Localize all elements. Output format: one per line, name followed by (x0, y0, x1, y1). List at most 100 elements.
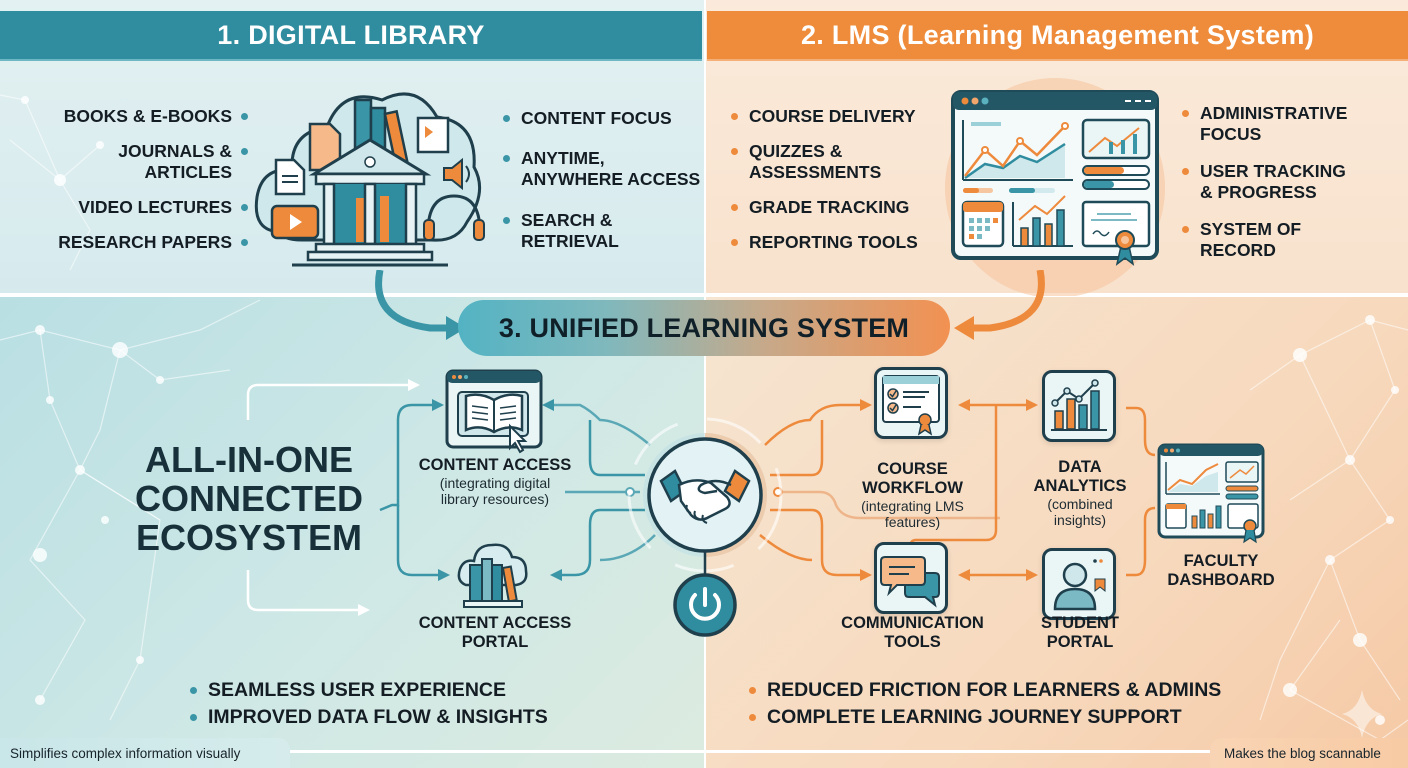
bullet-dot (731, 148, 738, 155)
list-item-text: COMPLETE LEARNING JOURNEY SUPPORT (767, 706, 1182, 728)
bullet-dot (241, 204, 248, 211)
bullet-dot (749, 687, 756, 694)
student-portal-label: PORTAL (1046, 633, 1114, 651)
content-access-node (444, 368, 544, 458)
bullet-dot (731, 239, 738, 246)
list-item: JOURNALS &ARTICLES (20, 141, 248, 183)
content-portal-node (456, 535, 532, 615)
list-item-text: RESEARCH PAPERS (58, 232, 232, 252)
footer-left-caption-text: Simplifies complex information visually (10, 745, 241, 761)
list-item: REDUCED FRICTION FOR LEARNERS & ADMINS (749, 677, 1221, 704)
student-portal-text: STUDENT PORTAL (1020, 614, 1140, 652)
list-item-text: COURSE DELIVERY (749, 106, 916, 126)
data-analytics-sub: insights) (1053, 512, 1107, 528)
bullet-dot (241, 239, 248, 246)
course-workflow-text: COURSE WORKFLOW (integrating LMS feature… (820, 460, 1005, 530)
list-item: SEARCH &RETRIEVAL (503, 210, 619, 252)
bullet-dot (749, 714, 756, 721)
student-portal-node (1042, 548, 1116, 620)
course-workflow-sub: (integrating LMS (861, 498, 964, 514)
course-workflow-sub: features) (884, 514, 941, 530)
cloud-books-icon (457, 543, 528, 608)
digital-library-header: 1. DIGITAL LIBRARY (0, 11, 702, 61)
bullet-dot (503, 155, 510, 162)
list-item: REPORTING TOOLS (731, 232, 918, 253)
list-item-text: REDUCED FRICTION FOR LEARNERS & ADMINS (767, 679, 1222, 701)
digital-library-title: 1. DIGITAL LIBRARY (217, 19, 485, 50)
course-workflow-label: WORKFLOW (862, 479, 963, 497)
communication-tools-text: COMMUNICATION TOOLS (820, 614, 1005, 652)
bullet-dot (731, 204, 738, 211)
bar-line-chart-icon (1051, 379, 1107, 431)
handshake-icon (647, 437, 763, 553)
list-item-text: ANYTIME,ANYWHERE ACCESS (521, 148, 701, 189)
tagline-line: ECOSYSTEM (135, 517, 363, 558)
data-analytics-text: DATA ANALYTICS (combined insights) (1010, 458, 1150, 528)
communication-tools-node (874, 542, 948, 614)
content-portal-label: PORTAL (461, 633, 529, 651)
bullet-dot (731, 113, 738, 120)
faculty-dashboard-label: FACULTY (1183, 552, 1259, 570)
library-cloud-icon (254, 92, 485, 267)
faculty-dashboard-node (1156, 442, 1268, 552)
bullet-dot (1182, 168, 1189, 175)
list-item-text: QUIZZES &ASSESSMENTS (749, 141, 882, 182)
lms-header: 2. LMS (Learning Management System) (707, 11, 1408, 61)
content-access-text: CONTENT ACCESS (integrating digital libr… (380, 456, 610, 507)
data-analytics-sub: (combined (1047, 496, 1113, 512)
list-item: VIDEO LECTURES (20, 197, 248, 218)
list-item: SEAMLESS USER EXPERIENCE (190, 677, 548, 704)
list-item-text: BOOKS & E-BOOKS (63, 106, 232, 126)
list-item-text: VIDEO LECTURES (78, 197, 232, 217)
footer-left-caption: Simplifies complex information visually (0, 738, 290, 768)
list-item: IMPROVED DATA FLOW & INSIGHTS (190, 704, 548, 731)
list-item-text: GRADE TRACKING (749, 197, 910, 217)
dashboard-window-icon (1157, 443, 1265, 544)
footer-divider (290, 750, 1210, 753)
data-analytics-label: DATA (1058, 458, 1102, 476)
vertical-divider (704, 0, 706, 768)
lms-title: 2. LMS (Learning Management System) (800, 19, 1315, 50)
all-in-one-tagline: ALL-IN-ONE CONNECTED ECOSYSTEM (104, 440, 394, 557)
list-item: COURSE DELIVERY (731, 106, 916, 127)
list-item-text: IMPROVED DATA FLOW & INSIGHTS (208, 706, 548, 728)
content-portal-label: CONTENT ACCESS (418, 614, 572, 632)
checklist-certificate-icon (882, 375, 940, 436)
lms-dashboard-icon (945, 78, 1165, 296)
unified-learning-system-title: 3. UNIFIED LEARNING SYSTEM (498, 312, 910, 343)
content-access-label: CONTENT ACCESS (418, 456, 572, 474)
unified-learning-system-banner: 3. UNIFIED LEARNING SYSTEM (458, 300, 950, 356)
list-item-text: REPORTING TOOLS (749, 232, 918, 252)
list-item: CONTENT FOCUS (503, 108, 672, 129)
bullet-dot (241, 148, 248, 155)
data-analytics-label: ANALYTICS (1033, 477, 1127, 495)
horizontal-divider (0, 293, 1408, 297)
list-item: RESEARCH PAPERS (20, 232, 248, 253)
course-workflow-label: COURSE (877, 460, 948, 478)
content-portal-text: CONTENT ACCESS PORTAL (390, 614, 600, 652)
user-profile-icon (1053, 559, 1106, 611)
tagline-line: ALL-IN-ONE (145, 439, 353, 480)
list-item: USER TRACKING& PROGRESS (1182, 161, 1346, 203)
footer-right-caption: Makes the blog scannable (1210, 738, 1408, 768)
bullet-dot (1182, 110, 1189, 117)
list-item-text: SEARCH &RETRIEVAL (521, 210, 619, 251)
benefits-left-list: SEAMLESS USER EXPERIENCE IMPROVED DATA F… (190, 677, 548, 731)
bullet-dot (503, 217, 510, 224)
bullet-dot (190, 687, 197, 694)
data-analytics-node (1042, 370, 1116, 442)
power-icon (673, 573, 737, 637)
faculty-dashboard-label: DASHBOARD (1167, 571, 1275, 589)
connection-lines-decoration (246, 379, 1156, 616)
merge-arrows-decoration (375, 270, 1045, 340)
list-item: GRADE TRACKING (731, 197, 909, 218)
faculty-dashboard-text: FACULTY DASHBOARD (1146, 552, 1296, 590)
bullet-dot (190, 714, 197, 721)
content-access-sub: (integrating digital (439, 475, 551, 491)
list-item: QUIZZES &ASSESSMENTS (731, 141, 881, 183)
student-portal-label: STUDENT (1041, 614, 1119, 632)
